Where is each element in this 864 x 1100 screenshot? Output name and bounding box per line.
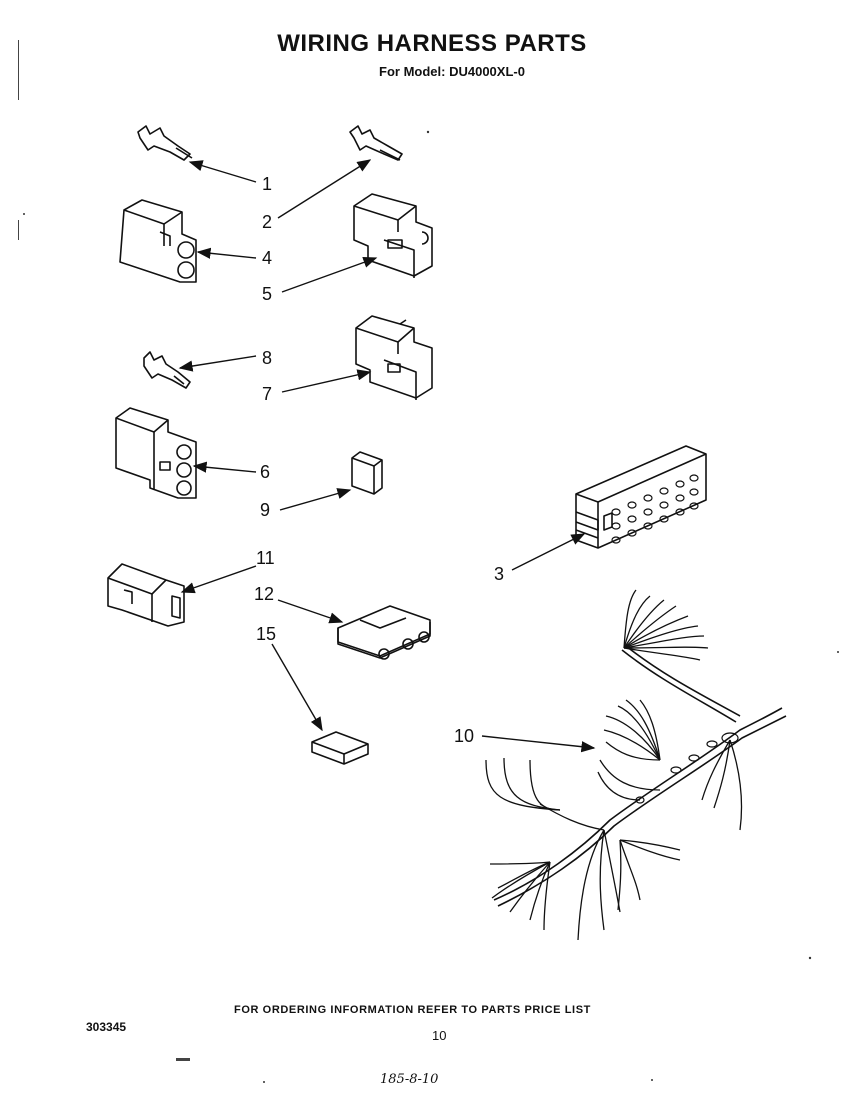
leader-10 [481,735,596,753]
part-6-connector [115,407,197,499]
leader-lines [178,159,596,753]
leader-9 [279,488,352,511]
part-8-terminal [143,351,191,389]
leader-3 [511,533,586,571]
part-5-housing [353,193,433,278]
leader-5 [281,257,378,293]
callout-1: 1 [262,174,272,194]
scan-edge-mark [18,220,19,240]
callout-labels: 1 2 3 4 5 6 7 8 9 10 11 12 15 [254,174,504,746]
leader-2 [277,159,372,219]
scan-edge-mark [18,40,19,100]
leader-11 [180,565,257,594]
document-number: 303345 [86,1020,127,1034]
page-number: 10 [432,1028,447,1043]
callout-15: 15 [256,624,276,644]
leader-7 [281,369,372,393]
part-12-housing [337,605,431,660]
ordering-note: FOR ORDERING INFORMATION REFER TO PARTS … [234,1004,591,1016]
part-1-terminal [137,125,193,161]
callout-5: 5 [262,284,272,304]
leader-1 [188,160,257,183]
leader-12 [277,599,344,624]
callout-4: 4 [262,248,272,268]
leader-6 [192,461,257,473]
part-2-terminal [349,125,403,161]
page-title: WIRING HARNESS PARTS [277,30,587,57]
scan-edge-mark [176,1058,190,1061]
handwritten-date: 185-8-10 [380,1072,439,1087]
callout-3: 3 [494,564,504,584]
part-4-connector [119,199,197,283]
leader-8 [178,355,257,372]
part-3-terminal-block [575,445,707,549]
callout-11: 11 [256,548,275,568]
callout-9: 9 [260,500,270,520]
part-9-clip [351,451,383,495]
callout-2: 2 [262,212,272,232]
model-subtitle: For Model: DU4000XL-0 [379,64,525,79]
callout-8: 8 [262,348,272,368]
part-10-wire-harness [485,589,787,941]
part-7-housing [355,315,433,400]
scan-dots [23,130,839,1083]
callout-6: 6 [260,462,270,482]
callout-10: 10 [454,726,474,746]
callout-12: 12 [254,584,274,604]
leader-15 [271,643,323,732]
part-11-connector [107,563,185,627]
part-15-clip [311,731,369,765]
callout-7: 7 [262,384,272,404]
leader-4 [196,247,257,259]
